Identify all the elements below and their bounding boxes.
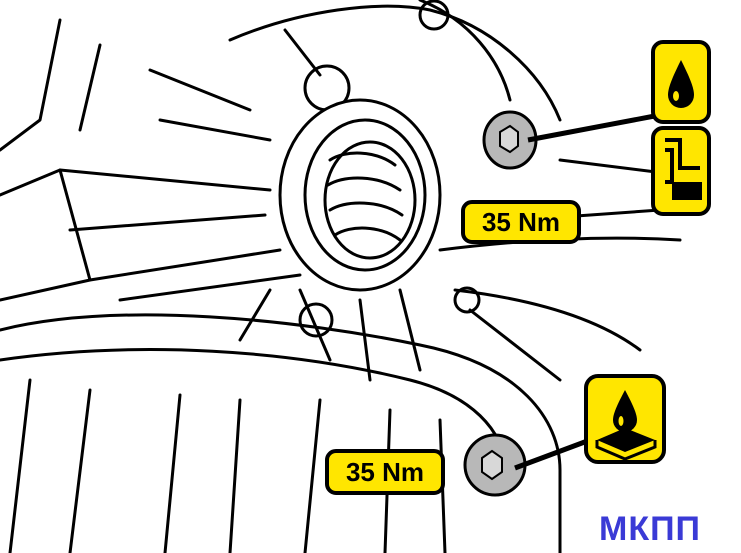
transmission-caption: МКПП <box>599 510 701 548</box>
rib <box>0 168 92 302</box>
rib <box>118 273 302 302</box>
flange-boss <box>418 0 450 31</box>
hub-thread <box>333 226 402 242</box>
torque-callout-lower: 35 Nm <box>325 449 445 495</box>
rib <box>468 308 562 382</box>
output-hub-ring <box>303 118 427 272</box>
rib <box>58 168 272 192</box>
rib <box>238 288 272 342</box>
torque-callout-upper: 35 Nm <box>461 200 581 244</box>
boss <box>298 302 334 338</box>
oil-sealant-icon <box>584 374 666 464</box>
output-hub-inner <box>323 140 417 260</box>
rib <box>158 118 272 142</box>
hub-thread <box>328 151 397 167</box>
rib <box>88 248 282 282</box>
rib <box>228 398 242 553</box>
rib <box>298 288 332 362</box>
rib <box>163 393 182 553</box>
rib <box>0 18 62 152</box>
flange <box>228 4 562 122</box>
rib <box>398 288 422 372</box>
leader-lower <box>514 437 591 471</box>
hub-thread <box>326 176 402 192</box>
rib <box>68 388 92 553</box>
flange <box>418 0 512 102</box>
hub-thread <box>328 201 404 217</box>
housing-outline <box>0 313 562 553</box>
torque-label-lower: 35 Nm <box>346 457 424 487</box>
boss <box>453 286 481 314</box>
rib <box>358 298 372 382</box>
rib <box>148 68 252 112</box>
breather <box>283 28 322 77</box>
rib <box>78 43 102 132</box>
leader-upper <box>527 112 661 143</box>
torque-label-upper: 35 Nm <box>482 207 560 237</box>
rib <box>8 378 32 553</box>
oil-drop-icon <box>651 40 711 124</box>
rib <box>303 398 322 553</box>
housing-lower-edge <box>0 348 507 472</box>
oil-level-icon <box>651 126 711 216</box>
rib <box>68 213 267 232</box>
rib <box>453 288 642 352</box>
